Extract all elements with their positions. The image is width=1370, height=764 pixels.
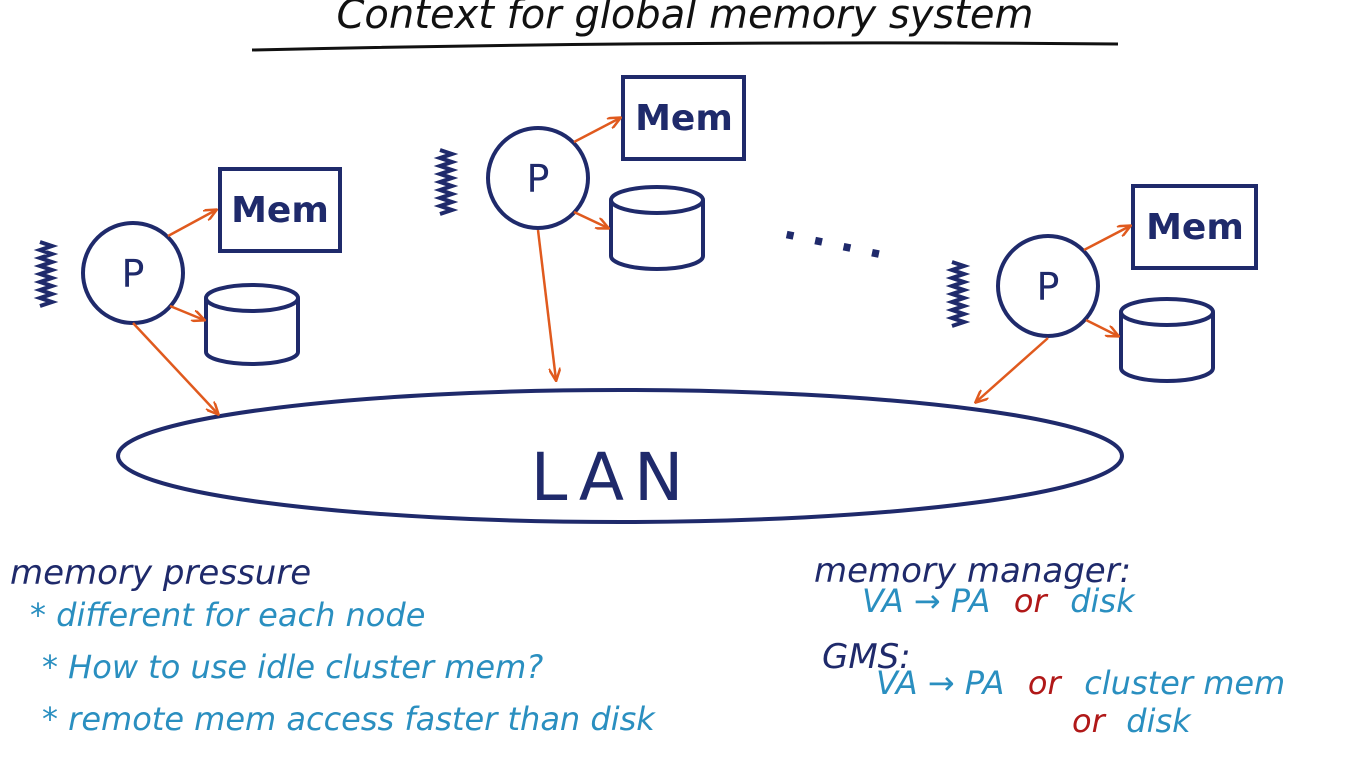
mm-mapping: VA → PA or disk [862, 582, 1136, 620]
activity-squiggle-icon [945, 260, 971, 328]
arrow-to-disk [573, 210, 608, 228]
memory-label: Mem [1146, 207, 1244, 248]
processor-circle [996, 234, 1100, 338]
arrow-to-lan [536, 229, 556, 380]
disk-icon [204, 283, 300, 366]
processor-label: P [122, 252, 145, 296]
activity-squiggle-icon [33, 240, 59, 308]
note-item: * remote mem access faster than disk [42, 700, 656, 738]
arrow-to-memory [573, 118, 620, 144]
memory-label: Mem [635, 98, 733, 139]
node-2: P Mem [433, 75, 746, 380]
page-title: Context for global memory system [337, 0, 1034, 38]
notes-memory-manager: memory manager: VA → PA or disk GMS: VA … [814, 551, 1285, 740]
notes-memory-pressure: memory pressure * different for each nod… [10, 553, 656, 738]
lan-ellipse [116, 388, 1124, 524]
notes-heading: memory pressure [10, 553, 311, 593]
activity-squiggle-icon [433, 148, 459, 216]
arrow-to-lan [976, 337, 1049, 402]
disk-icon [609, 185, 705, 271]
processor-circle [486, 126, 590, 230]
processor-label: P [527, 157, 550, 201]
gms-heading: GMS: [822, 637, 911, 677]
node-3: P Mem [945, 184, 1258, 402]
mm-heading: memory manager: [814, 551, 1131, 591]
arrow-to-disk [169, 304, 204, 320]
disk-icon [1119, 297, 1215, 383]
memory-box [218, 167, 342, 253]
node-1: P Mem [33, 167, 342, 414]
processor-label: P [1037, 265, 1060, 309]
note-item: * How to use idle cluster mem? [42, 648, 543, 686]
arrow-to-disk [1085, 318, 1118, 336]
gms-mapping-fallback: or disk [1072, 702, 1192, 740]
arrow-to-memory [1083, 226, 1130, 252]
more-nodes-ellipsis: . . . . [780, 202, 890, 268]
note-item: * different for each node [30, 596, 425, 634]
memory-label: Mem [231, 190, 329, 231]
title-underline [251, 41, 1119, 52]
gms-mapping: VA → PA or cluster mem [876, 664, 1285, 702]
arrow-to-memory [167, 210, 216, 238]
arrow-to-lan [132, 322, 218, 414]
lan-label: LAN [531, 439, 694, 516]
